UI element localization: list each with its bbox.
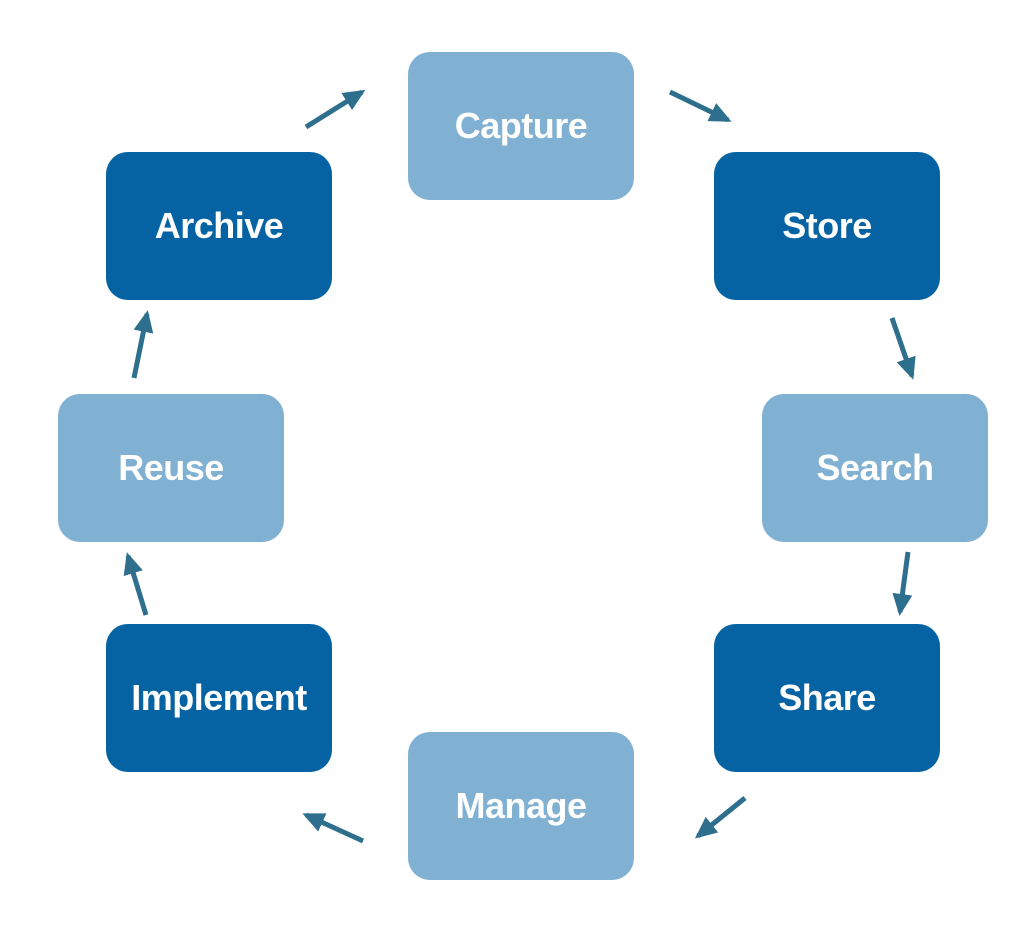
step-label: Archive (154, 205, 284, 246)
step-label: Store (782, 205, 872, 246)
step-label: Search (816, 447, 934, 488)
step-label: Implement (131, 677, 307, 718)
step-label: Share (778, 677, 876, 718)
arrow-manage-to-implement (302, 812, 365, 844)
step-implement: Implement (106, 624, 332, 772)
step-store: Store (714, 152, 940, 300)
arrow-search-to-share (892, 551, 913, 616)
arrow-store-to-search (889, 317, 916, 380)
step-archive: Archive (106, 152, 332, 300)
step-label: Capture (454, 105, 588, 146)
step-reuse: Reuse (58, 394, 284, 542)
arrow-implement-to-reuse (123, 552, 149, 616)
arrow-reuse-to-archive (131, 310, 154, 379)
step-label: Manage (455, 785, 587, 826)
step-manage: Manage (408, 732, 634, 880)
arrow-share-to-manage (694, 796, 747, 839)
arrow-capture-to-store (668, 89, 732, 123)
step-share: Share (714, 624, 940, 772)
step-capture: Capture (408, 52, 634, 200)
step-search: Search (762, 394, 988, 542)
step-label: Reuse (118, 447, 224, 488)
arrow-archive-to-capture (304, 89, 366, 130)
